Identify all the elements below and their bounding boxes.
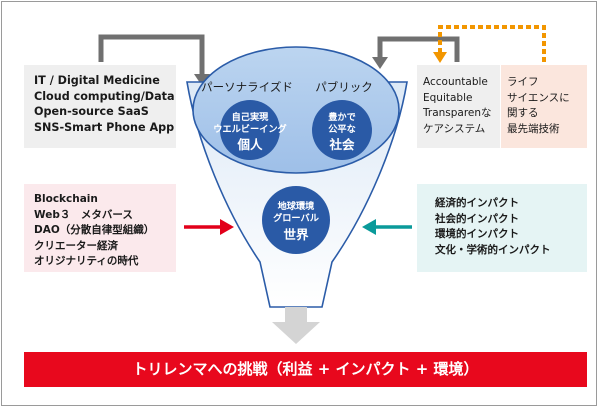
box-care-system-line: Transparenな <box>423 107 492 119</box>
orange-dotted-arrow <box>438 25 546 62</box>
box-web3-line: Blockchain <box>34 193 98 205</box>
box-care-system-line: Accountable <box>423 76 488 88</box>
box-impacts: 経済的インパクト 社会的インパクト 環境的インパクト 文化・学術的インパクト <box>417 184 587 272</box>
circle-society <box>312 100 372 160</box>
box-digital-tech: IT / Digital Medicine Cloud computing/Da… <box>24 65 176 148</box>
box-impacts-line: 社会的インパクト <box>435 212 519 225</box>
label-public: パブリック <box>315 80 373 94</box>
box-life-science-line: ライフ <box>507 76 539 88</box>
box-digital-tech-line: Cloud computing/Data <box>34 89 175 103</box>
box-care-system: Accountable Equitable Transparenな ケアシステム <box>417 65 500 148</box>
left-connector-arrow <box>98 34 205 74</box>
circle-individual <box>220 100 280 160</box>
box-life-science-line: 関する <box>507 107 539 119</box>
box-impacts-line: 経済的インパクト <box>435 197 519 209</box>
box-life-science: ライフ サイエンスに 関する 最先端技術 <box>501 65 587 148</box>
box-web3-line: Web３ メタバース <box>34 208 133 221</box>
right-connector-arrow <box>377 36 460 62</box>
box-digital-tech-line: SNS-Smart Phone App <box>34 120 175 134</box>
society-line-2: 公平な <box>328 124 356 135</box>
left-connector-arrowhead <box>194 74 210 86</box>
individual-line-1: 自己実現 <box>232 111 270 123</box>
box-web3-line: DAO（分散自律型組織） <box>34 224 155 236</box>
funnel-rim <box>192 46 400 174</box>
world-line-1: 地球環境 <box>278 200 315 212</box>
individual-line-2: ウエルビーイング <box>213 123 287 135</box>
down-arrow-icon <box>272 307 320 344</box>
orange-dotted-arrowhead <box>433 52 447 63</box>
box-web3: Blockchain Web３ メタバース DAO（分散自律型組織） クリエータ… <box>24 184 176 272</box>
box-digital-tech-line: Open-source SaaS <box>34 105 149 118</box>
box-care-system-line: Equitable <box>423 91 473 104</box>
box-impacts-line: 環境的インパクト <box>435 228 519 240</box>
right-connector-arrowhead <box>372 57 388 69</box>
red-arrowhead <box>220 219 234 235</box>
box-web3-line: クリエーター経済 <box>34 239 118 252</box>
box-web3-line: オリジナリティの時代 <box>34 255 139 267</box>
trilemma-banner: トリレンマへの挑戦（利益 + インパクト + 環境） <box>24 352 587 387</box>
circle-world <box>262 186 330 254</box>
society-main: 社会 <box>328 137 355 152</box>
world-main: 世界 <box>283 227 309 242</box>
box-impacts-line: 文化・学術的インパクト <box>435 243 551 256</box>
society-line-1: 豊かで <box>328 111 356 123</box>
individual-main: 個人 <box>236 137 263 152</box>
box-care-system-line: ケアシステム <box>423 122 486 135</box>
box-digital-tech-line: IT / Digital Medicine <box>34 74 160 87</box>
box-life-science-line: サイエンスに <box>507 91 570 104</box>
teal-arrowhead <box>362 219 376 235</box>
box-life-science-line: 最先端技術 <box>507 122 560 135</box>
world-line-2: グローバル <box>273 212 319 224</box>
label-personalized: パーソナライズド <box>201 80 293 94</box>
